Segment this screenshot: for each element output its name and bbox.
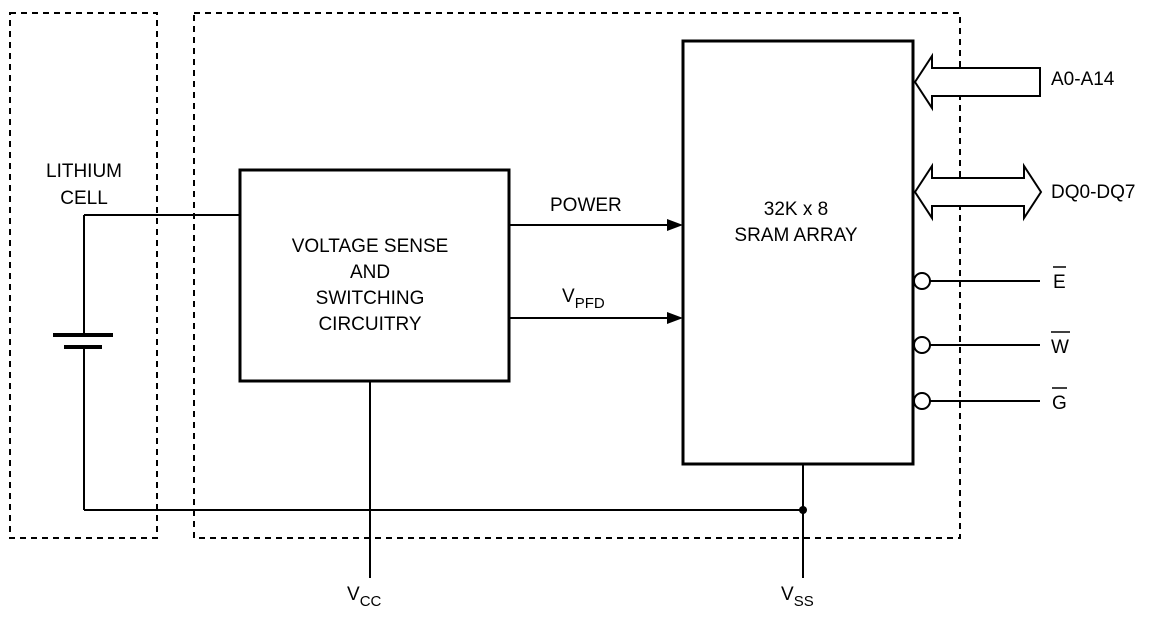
data-bus-arrow (913, 162, 1043, 222)
sram-label-line2: SRAM ARRAY (734, 225, 858, 246)
address-bus-arrow (913, 52, 1041, 112)
data-bus-label: DQ0-DQ7 (1051, 182, 1135, 203)
vss-label: VSS (781, 584, 814, 610)
voltage-sense-label-line4: CIRCUITRY (318, 314, 421, 335)
vpfd-label: VPFD (562, 286, 605, 312)
vpfd-arrowhead (667, 312, 683, 324)
sram-label-line1: 32K x 8 (764, 199, 828, 220)
voltage-sense-block (238, 168, 511, 383)
voltage-sense-label-line1: VOLTAGE SENSE (292, 236, 449, 257)
g-label: G (1052, 393, 1067, 414)
vcc-label: VCC (347, 584, 382, 610)
voltage-sense-label-line2: AND (350, 262, 390, 283)
w-label: W (1051, 337, 1069, 358)
power-label: POWER (550, 195, 622, 216)
module-enclosure (193, 12, 961, 539)
e-inversion-bubble (913, 272, 931, 290)
lithium-cell-enclosure (9, 12, 158, 539)
w-inversion-bubble (913, 336, 931, 354)
power-arrowhead (667, 219, 683, 231)
sram-array-block (681, 39, 915, 466)
voltage-sense-label-line3: SWITCHING (316, 288, 425, 309)
g-inversion-bubble (913, 392, 931, 410)
e-label: E (1053, 272, 1066, 293)
lithium-cell-label-line1: LITHIUM (46, 161, 122, 182)
address-bus-label: A0-A14 (1051, 69, 1115, 90)
lithium-cell-label-line2: CELL (60, 188, 108, 209)
